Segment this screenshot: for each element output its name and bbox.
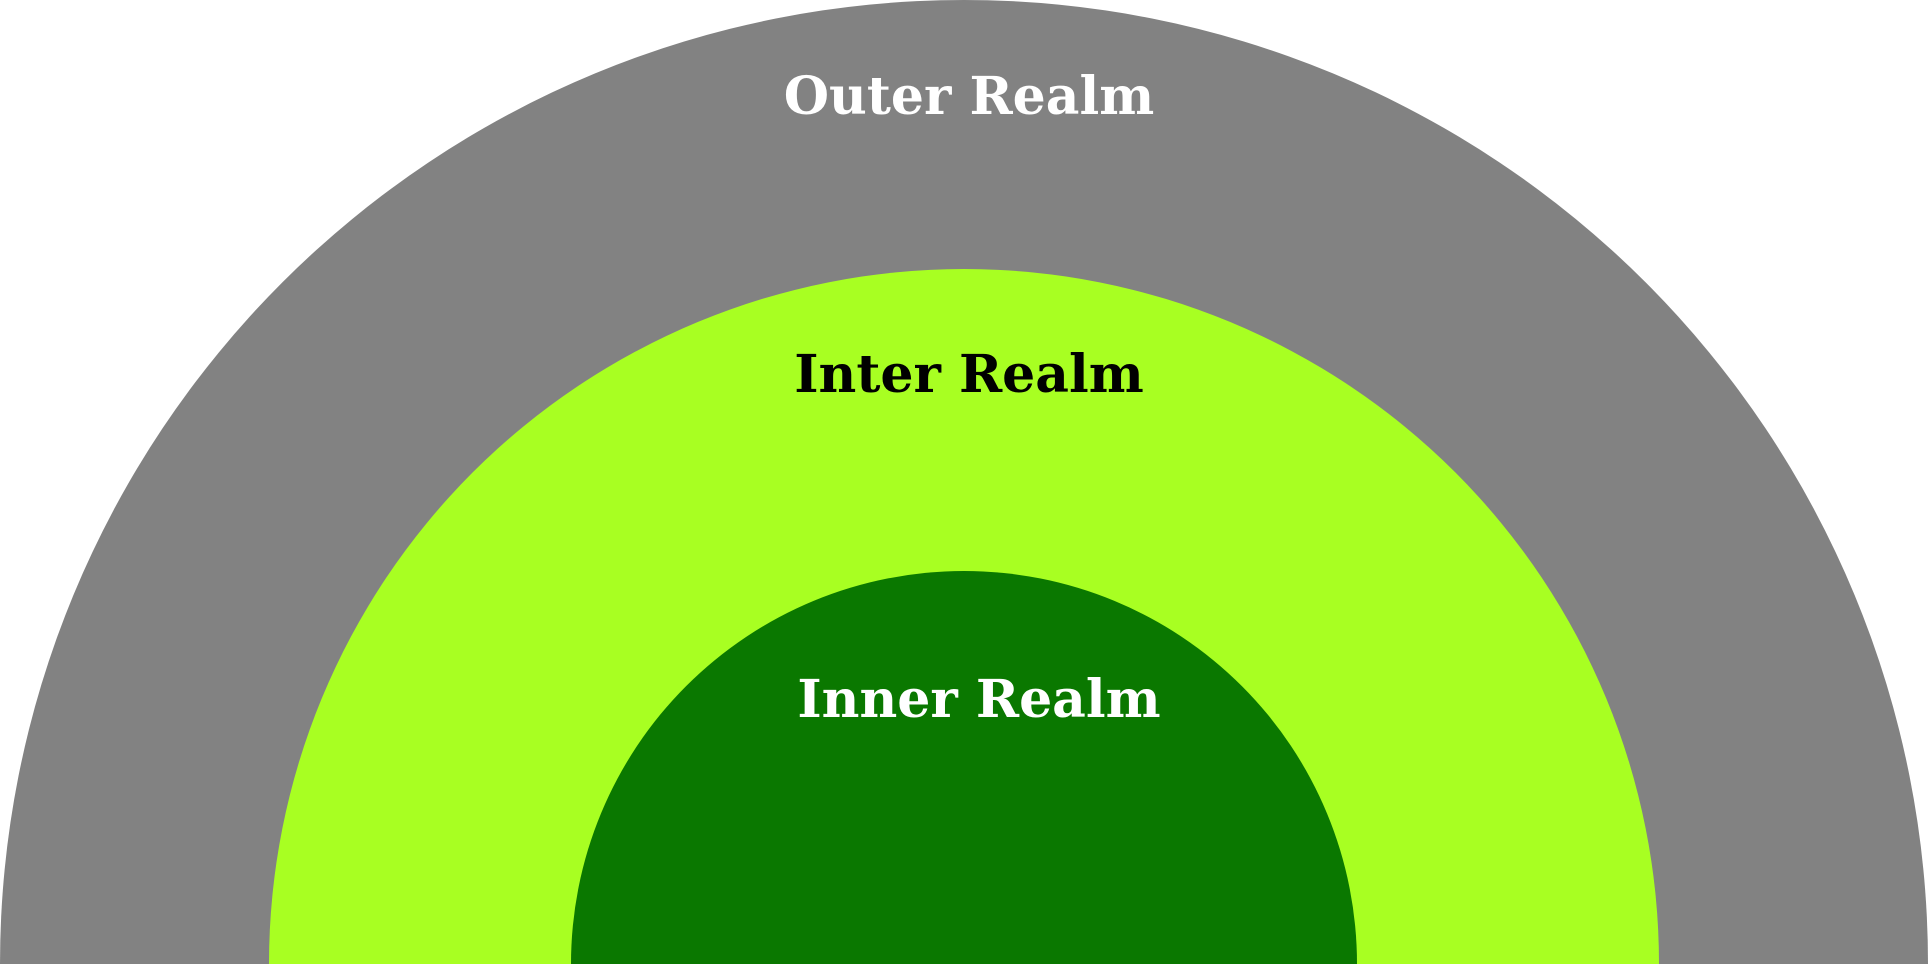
- inner-realm-label: Inner Realm: [797, 669, 1160, 730]
- inner-realm-core: [571, 571, 1357, 964]
- inter-realm-label: Inter Realm: [794, 344, 1144, 405]
- outer-realm-label: Outer Realm: [784, 66, 1154, 127]
